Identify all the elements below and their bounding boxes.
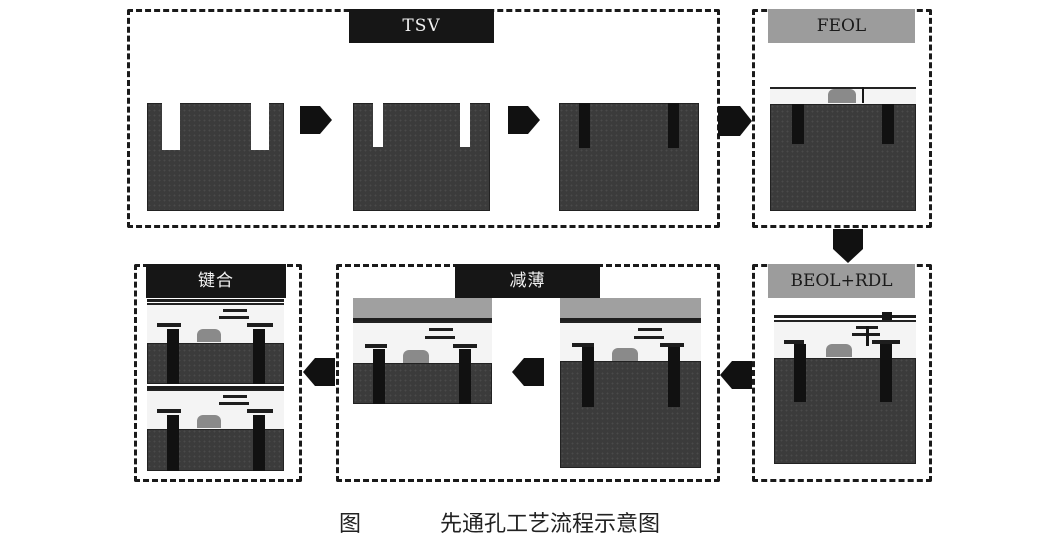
- gate: [612, 348, 638, 361]
- rdl-pad: [882, 312, 892, 320]
- left-arrow-icon: [303, 358, 335, 386]
- wafer-liner: [353, 103, 490, 211]
- layer-divider: [862, 87, 864, 103]
- wafer-filled-vias: [559, 103, 699, 211]
- carrier-bonded-wafer: [560, 298, 701, 468]
- left-arrow-icon: [512, 358, 544, 386]
- via-left: [582, 347, 594, 407]
- carrier-wafer: [560, 298, 701, 318]
- bonding-label: 键合: [146, 264, 286, 298]
- feol-wafer-diagram: [770, 87, 916, 211]
- top-metal-line-left: [157, 323, 181, 327]
- bond-line: [353, 318, 492, 321]
- bottom-die-substrate: [147, 415, 284, 471]
- beol-substrate: [774, 344, 916, 464]
- via-right: [668, 347, 680, 407]
- lined-hole-right: [460, 103, 470, 147]
- filled-via-left: [579, 103, 590, 148]
- via-left: [373, 349, 385, 404]
- bottom-bond-line: [147, 386, 284, 389]
- metal-stack-2: [425, 336, 455, 339]
- wafer-etched-holes: [147, 103, 284, 211]
- top-metal-stack-2: [219, 316, 249, 319]
- metal-stack-2: [634, 336, 664, 339]
- metal-line-left: [365, 344, 387, 348]
- carrier-wafer: [353, 298, 492, 318]
- filled-via-right: [668, 103, 679, 148]
- top-metal-line-right: [247, 323, 273, 327]
- left-arrow-icon: [720, 361, 752, 389]
- figure-title: 先通孔工艺流程示意图: [440, 512, 661, 537]
- via-right: [459, 349, 471, 404]
- feol-label: FEOL: [768, 9, 915, 43]
- metal-line-left: [572, 343, 594, 347]
- via-hole-right: [251, 103, 269, 150]
- thinned-wafer: [353, 298, 492, 404]
- right-arrow-icon: [300, 106, 332, 134]
- right-arrow-icon: [508, 106, 540, 134]
- gate: [403, 350, 429, 363]
- beol-gate: [826, 344, 852, 357]
- right-arrow-icon: [718, 106, 752, 136]
- metal-line-right: [660, 343, 684, 347]
- via-hole-left: [162, 103, 180, 150]
- bottom-metal-line-right: [247, 409, 273, 413]
- down-arrow-icon: [833, 229, 863, 263]
- transistor-gate: [828, 89, 856, 103]
- lined-hole-left: [373, 103, 383, 147]
- thinned-substrate: [353, 349, 492, 404]
- top-gate: [197, 329, 221, 342]
- bottom-gate: [197, 415, 221, 428]
- metal-line-right: [453, 344, 477, 348]
- top-via-right: [253, 329, 265, 384]
- metal-line-left: [784, 340, 804, 344]
- beol-rdl-label: BEOL+RDL: [768, 264, 915, 298]
- beol-wafer-diagram: [774, 312, 916, 464]
- tsv-label: TSV: [349, 9, 494, 43]
- bonded-stack: [147, 299, 284, 471]
- beol-via-left: [794, 344, 806, 402]
- bottom-via-left: [167, 415, 179, 471]
- metal-stack-1: [429, 328, 453, 331]
- bottom-via-right: [253, 415, 265, 471]
- bottom-metal-stack-2: [219, 402, 249, 405]
- metal-line-right: [872, 340, 900, 344]
- top-via-left: [167, 329, 179, 384]
- feol-via-right: [882, 104, 894, 144]
- top-metal-stack-1: [223, 309, 247, 312]
- bottom-metal-line-left: [157, 409, 181, 413]
- feol-via-left: [792, 104, 804, 144]
- bottom-metal-stack-1: [223, 395, 247, 398]
- metal-plug: [866, 326, 869, 346]
- beol-via-right: [880, 344, 892, 402]
- top-bond-line: [147, 299, 284, 302]
- thinning-label: 减薄: [455, 264, 600, 298]
- thick-substrate: [560, 347, 701, 468]
- feol-substrate: [770, 104, 916, 211]
- metal-stack-1: [638, 328, 662, 331]
- bond-line: [560, 318, 701, 321]
- top-die-substrate: [147, 329, 284, 384]
- rdl-top-line: [774, 315, 916, 318]
- figure-label: 图: [339, 512, 362, 537]
